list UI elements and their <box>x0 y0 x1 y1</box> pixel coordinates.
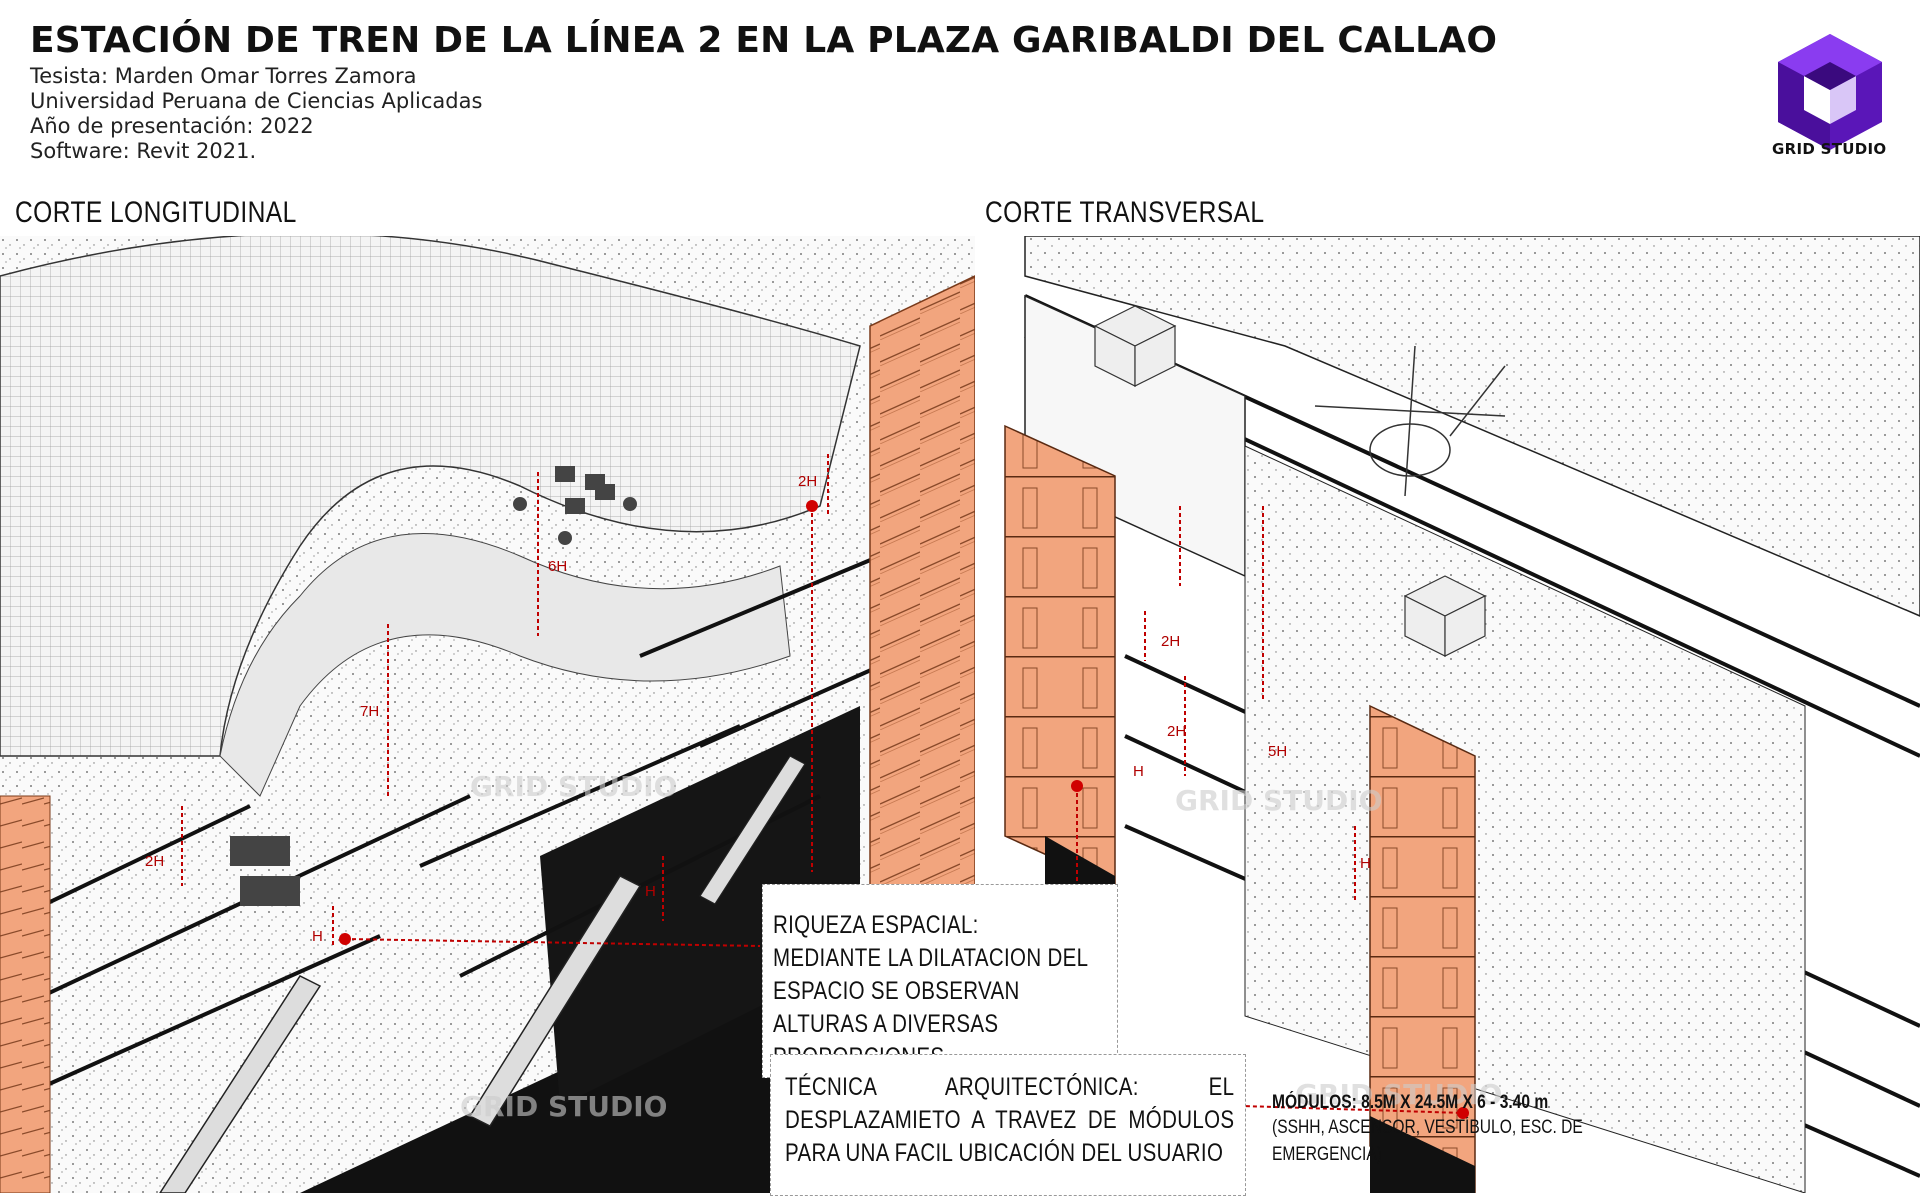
modules-description: (SSHH, ASCENSOR, VESTÍBULO, ESC. DE EMER… <box>1272 1117 1583 1165</box>
note-tecnica-arquitectonica: TÉCNICA ARQUITECTÓNICA: EL DESPLAZAMIETO… <box>770 1054 1246 1196</box>
watermark-text-3: GRID STUDIO <box>1175 784 1382 817</box>
watermark-text-2: GRID STUDIO <box>460 1090 667 1123</box>
page-title: ESTACIÓN DE TREN DE LA LÍNEA 2 EN LA PLA… <box>30 20 1498 61</box>
dim-label-h-mid: H <box>645 883 656 900</box>
watermark-text-4: GRID STUDIO <box>1295 1078 1502 1111</box>
dim-label-h-far: H <box>1360 855 1371 872</box>
grid-studio-logo-icon <box>1778 34 1882 150</box>
meta-author: Tesista: Marden Omar Torres Zamora <box>30 64 417 88</box>
meta-year: Año de presentación: 2022 <box>30 114 314 138</box>
dim-label-2h-lower: 2H <box>1167 723 1186 740</box>
dim-label-2h-upper: 2H <box>1161 633 1180 650</box>
dim-label-2h-top: 2H <box>798 473 817 490</box>
header: ESTACIÓN DE TREN DE LA LÍNEA 2 EN LA PLA… <box>30 18 1497 164</box>
section-title-transversal: CORTE TRANSVERSAL <box>985 196 1265 229</box>
transversal-section-drawing: 2H 2H H 5H 2H H GRID STUDIO GRID STUDIO <box>985 236 1920 1193</box>
dim-label-5h: 5H <box>1268 743 1287 760</box>
dim-label-6h: 6H <box>548 558 567 575</box>
watermark-text: GRID STUDIO <box>470 770 677 803</box>
modules-heading: MÓDULOS: 8.5M X 24.5M X 6 - 3.40 m <box>1272 1092 1549 1113</box>
modules-annotation: MÓDULOS: 8.5M X 24.5M X 6 - 3.40 m (SSHH… <box>1272 1092 1632 1168</box>
note-riqueza-espacial: RIQUEZA ESPACIAL: MEDIANTE LA DILATACION… <box>762 884 1118 1078</box>
dim-label-h-right: H <box>1133 763 1144 780</box>
dim-label-7h: 7H <box>360 703 379 720</box>
dim-label-h-low: H <box>312 928 323 945</box>
dim-label-2h-left: 2H <box>145 853 164 870</box>
section-title-longitudinal: CORTE LONGITUDINAL <box>15 196 297 229</box>
meta-university: Universidad Peruana de Ciencias Aplicada… <box>30 89 483 113</box>
meta-software: Software: Revit 2021. <box>30 139 257 163</box>
logo-text: GRID STUDIO <box>1772 140 1887 158</box>
